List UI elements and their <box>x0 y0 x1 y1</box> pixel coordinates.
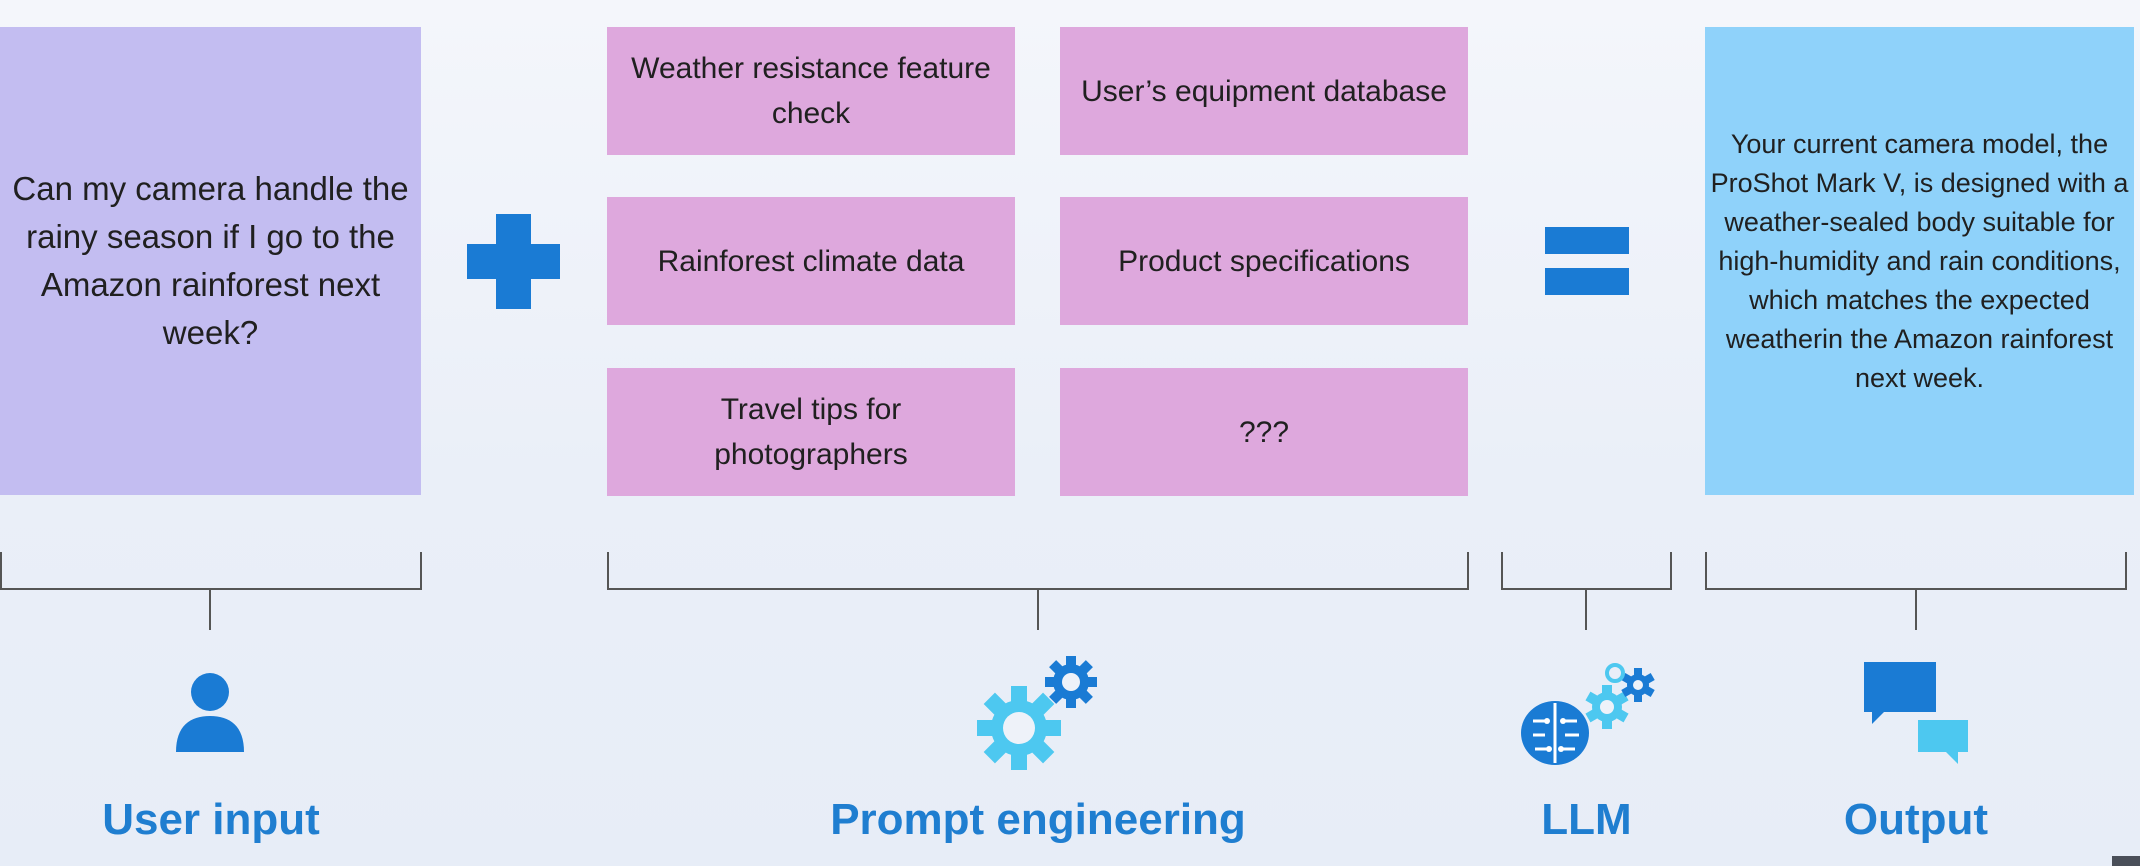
context-box-equipment-database: User’s equipment database <box>1060 27 1468 155</box>
user-question-box: Can my camera handle the rainy season if… <box>0 27 421 495</box>
user-input-bracket <box>0 552 422 590</box>
large-gear <box>977 686 1061 770</box>
context-box-unknown: ??? <box>1060 368 1468 496</box>
user-question-text: Can my camera handle the rainy season if… <box>12 170 409 351</box>
prompt-engineering-bracket <box>607 552 1469 590</box>
context-box-climate-data: Rainforest climate data <box>607 197 1015 325</box>
context-box-label: ??? <box>1238 415 1290 449</box>
llm-bracket-stem <box>1585 590 1587 630</box>
prompt-engineering-bracket-stem <box>1037 590 1039 630</box>
brain-gear-tiny <box>1605 663 1625 683</box>
chat-bubble-dark <box>1864 662 1936 724</box>
corner-overlay <box>2112 856 2140 866</box>
prompt-engineering-label: Prompt engineering <box>830 795 1246 844</box>
chat-bubbles-icon <box>1864 662 1968 764</box>
brain-gears-icon <box>1521 663 1655 765</box>
user-input-label: User input <box>102 795 320 844</box>
context-box-label: Product specifications <box>1118 244 1410 278</box>
brain-gear-small <box>1621 668 1655 702</box>
user-input-bracket-stem <box>209 590 211 630</box>
context-box-weather-resistance: Weather resistance feature check <box>607 27 1015 155</box>
output-label: Output <box>1843 795 1989 844</box>
equals-sign-top-bar <box>1545 227 1629 254</box>
chat-bubble-light <box>1918 720 1968 764</box>
brain-gear-medium <box>1585 685 1629 729</box>
context-box-label: Travel tips for photographers <box>714 393 908 471</box>
context-box-label: User’s equipment database <box>1081 74 1447 108</box>
person-icon <box>176 673 244 752</box>
output-bracket-stem <box>1915 590 1917 630</box>
context-box-product-specifications: Product specifications <box>1060 197 1468 325</box>
small-gear <box>1045 656 1097 708</box>
llm-label: LLM <box>1541 795 1632 844</box>
context-box-travel-tips: Travel tips for photographers <box>607 368 1015 496</box>
output-answer-text: Your current camera model, the ProShot M… <box>1710 128 2129 393</box>
context-box-label: Rainforest climate data <box>657 244 965 278</box>
equals-sign-bottom-bar <box>1545 268 1629 295</box>
output-bracket <box>1705 552 2127 590</box>
llm-bracket <box>1501 552 1672 590</box>
plus-sign-horizontal <box>467 244 560 279</box>
output-answer-box: Your current camera model, the ProShot M… <box>1705 27 2134 495</box>
context-box-label: Weather resistance feature check <box>631 52 991 130</box>
brain-shape <box>1521 701 1589 765</box>
gears-icon <box>977 656 1097 770</box>
